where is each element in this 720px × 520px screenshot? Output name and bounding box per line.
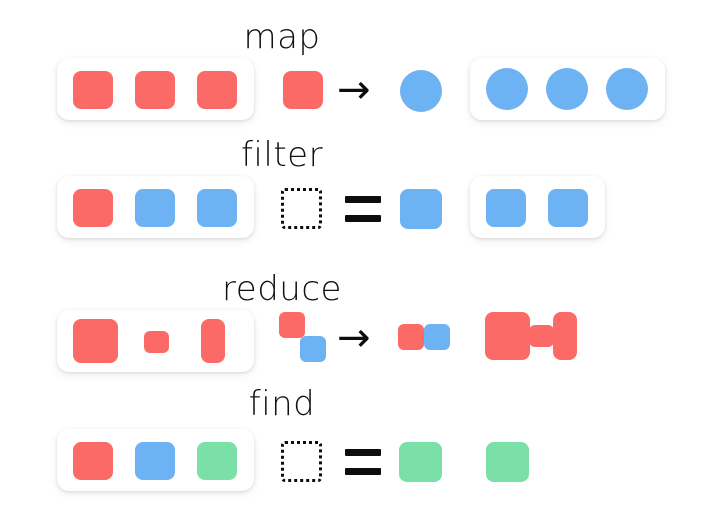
row-find: find [0,375,720,505]
row-label-reduce: reduce [222,269,342,309]
find-input-item-2 [197,442,237,480]
map-input-item-2 [197,71,237,109]
map-output-item-0 [486,68,528,110]
find-operator-equals-icon [345,449,381,475]
map-input-item-0 [73,71,113,109]
map-output-item-1 [546,68,588,110]
filter-output-array [470,176,605,238]
row-label-map: map [243,17,321,57]
reduce-input-item-0 [73,319,118,363]
filter-input-item-1 [135,189,175,227]
reduce-operator-next-square [300,336,326,362]
reduce-input-array [57,310,254,372]
reduce-output-segment-0 [485,312,530,360]
find-input-array [57,429,254,491]
find-output-item-0 [486,442,529,482]
filter-input-item-2 [197,189,237,227]
map-input-item-1 [135,71,175,109]
row-filter: filter [0,118,720,248]
reduce-operator-result-right [424,324,450,350]
filter-input-item-0 [73,189,113,227]
map-output-item-2 [606,68,648,110]
row-label-find: find [248,384,316,424]
row-label-filter: filter [240,135,324,175]
reduce-output-segment-1 [529,325,554,347]
find-operator-match-square [399,442,442,482]
reduce-operator-acc-square [279,312,305,338]
map-operator-arrow-icon: → [337,67,371,113]
reduce-operator-result-left [398,324,424,350]
map-operator-result-circle [400,70,442,112]
filter-operator-placeholder-square [281,188,322,229]
filter-input-array [57,176,254,238]
reduce-input-item-2 [201,319,225,363]
find-input-item-1 [135,442,175,480]
row-map: map → [0,0,720,140]
map-operator-source-square [283,71,323,109]
map-output-array [470,58,665,120]
reduce-output-merged-shape [485,312,577,360]
filter-output-item-0 [486,189,526,227]
reduce-output-segment-2 [553,312,577,360]
filter-output-item-1 [548,189,588,227]
find-input-item-0 [73,442,113,480]
reduce-operator-arrow-icon: → [337,315,371,361]
row-reduce: reduce → [0,252,720,387]
map-input-array [57,58,254,120]
filter-operator-equals-icon [345,196,381,222]
reduce-input-item-1 [144,331,169,353]
find-operator-placeholder-square [281,441,322,482]
filter-operator-match-square [400,189,442,229]
